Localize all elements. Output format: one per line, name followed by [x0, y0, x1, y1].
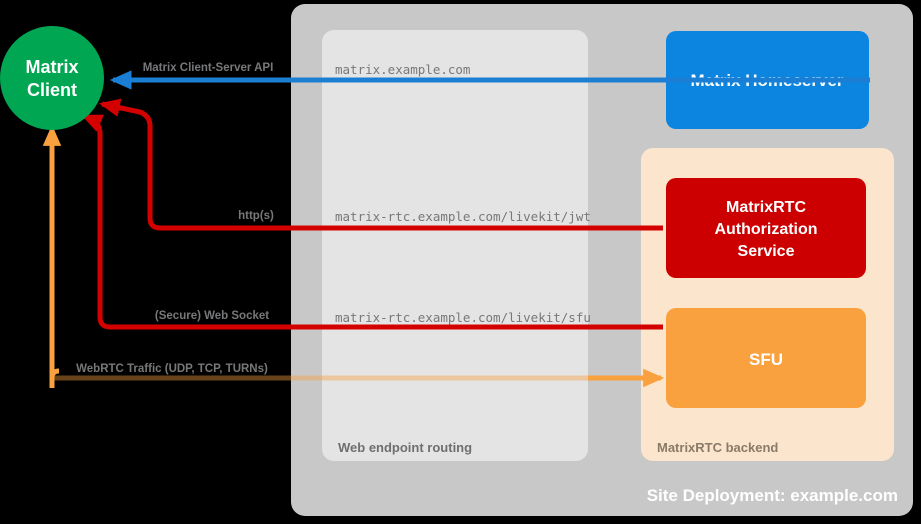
flow-web-socket: (Secure) Web Socket — [81, 113, 663, 330]
flow-web-socket-label: (Secure) Web Socket — [155, 310, 269, 322]
endpoint-url-matrix: matrix.example.com — [335, 62, 470, 77]
flow-https: http(s) — [98, 98, 663, 231]
authorization-service-label-line1: MatrixRTC — [726, 199, 806, 216]
authorization-service-label-line2: Authorization — [714, 221, 817, 238]
authorization-service-box[interactable] — [666, 178, 866, 278]
web-endpoint-routing-caption: Web endpoint routing — [338, 440, 472, 455]
matrix-client-label-line1: Matrix — [25, 57, 78, 77]
endpoint-url-livekit-jwt: matrix-rtc.example.com/livekit/jwt — [335, 209, 591, 224]
flow-web-socket-line — [81, 113, 663, 330]
matrix-client-label-line2: Client — [27, 80, 77, 100]
sfu-label: SFU — [749, 350, 783, 369]
flow-webrtc-traffic-heads: WebRTC Traffic (UDP, TCP, TURNs) — [42, 124, 665, 388]
node-matrix-client[interactable]: Matrix Client — [0, 26, 104, 130]
node-matrixrtc-authorization-service[interactable]: MatrixRTC Authorization Service — [666, 178, 866, 278]
web-endpoint-routing-background — [322, 30, 588, 461]
matrix-client-circle[interactable] — [0, 26, 104, 130]
flow-webrtc-label: WebRTC Traffic (UDP, TCP, TURNs) — [76, 363, 268, 375]
flow-webrtc-corner — [49, 368, 60, 388]
flow-matrix-cs-api-label: Matrix Client-Server API — [143, 62, 274, 74]
matrixrtc-backend-caption: MatrixRTC backend — [657, 440, 778, 455]
sfu-box[interactable] — [666, 308, 866, 408]
site-deployment-caption: Site Deployment: example.com — [647, 486, 898, 505]
endpoint-url-livekit-sfu: matrix-rtc.example.com/livekit/sfu — [335, 310, 591, 325]
flow-matrix-client-server-api: Matrix Client-Server API — [109, 62, 870, 90]
group-web-endpoint-routing — [322, 30, 588, 461]
node-sfu[interactable]: SFU — [666, 308, 866, 408]
flow-https-label: http(s) — [238, 210, 274, 222]
authorization-service-label-line3: Service — [738, 243, 795, 260]
flow-https-line — [98, 98, 663, 231]
